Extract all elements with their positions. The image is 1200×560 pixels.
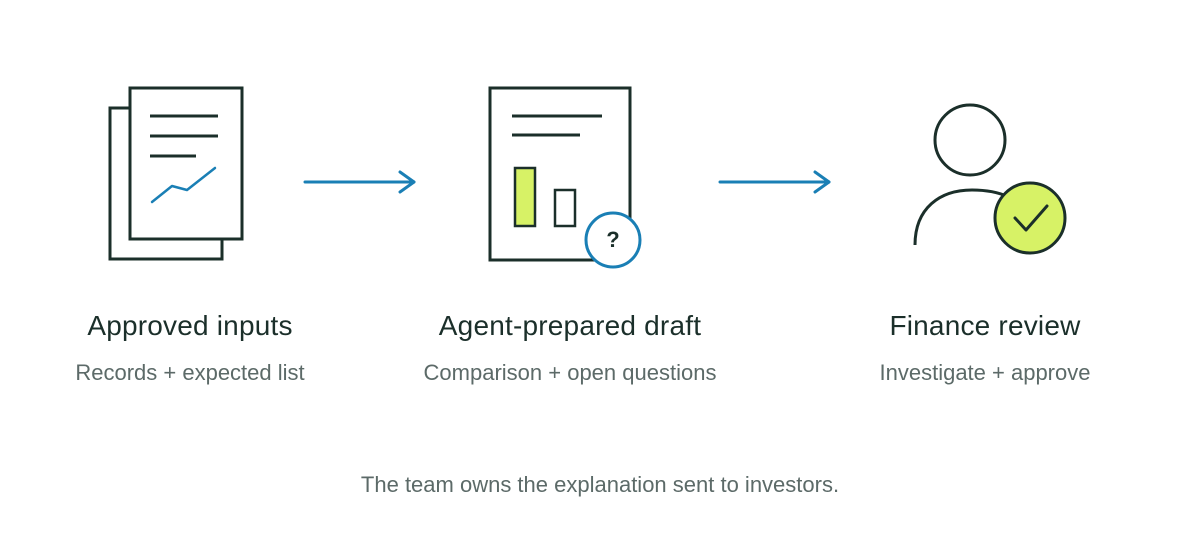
step-title: Agent-prepared draft bbox=[438, 310, 702, 341]
step-title: Finance review bbox=[889, 310, 1081, 341]
step-subtitle: Records + expected list bbox=[75, 360, 305, 385]
person-head-icon bbox=[933, 103, 1007, 177]
step-subtitle: Investigate + approve bbox=[879, 360, 1091, 385]
question-badge-label: ? bbox=[606, 227, 620, 252]
diagram-caption: The team owns the explanation sent to in… bbox=[360, 472, 840, 497]
flow-arrow-2 bbox=[718, 170, 831, 194]
check-mark-icon bbox=[1013, 204, 1049, 232]
stacked-documents-chart-icon bbox=[108, 86, 244, 261]
person-approved-check-icon bbox=[913, 103, 1067, 255]
question-badge-icon bbox=[584, 211, 642, 269]
step-title: Approved inputs bbox=[87, 310, 293, 341]
step-subtitle: Comparison + open questions bbox=[423, 360, 717, 385]
flow-arrow-1 bbox=[303, 170, 416, 194]
draft-report-question-icon bbox=[488, 86, 642, 269]
check-badge-icon bbox=[993, 181, 1067, 255]
